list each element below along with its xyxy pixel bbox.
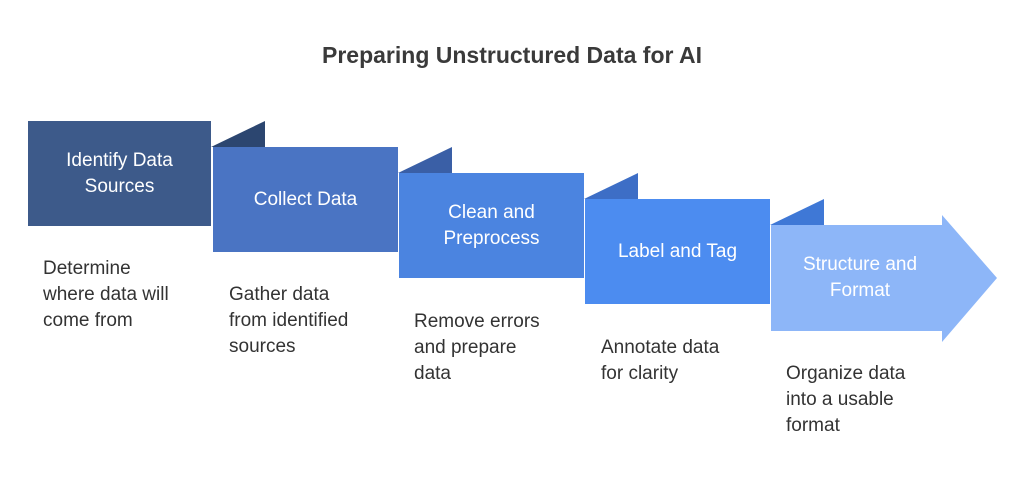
step-4-fold: [770, 199, 824, 225]
step-5-label: Structure and Format: [802, 254, 918, 301]
step-1-fold: [211, 121, 265, 147]
step-2-block: [213, 147, 398, 252]
step-5-arrow: [771, 215, 997, 342]
step-3-description: Remove errors and prepare data: [414, 311, 540, 384]
step-2-label: Collect Data: [253, 188, 358, 210]
step-3-block: [399, 173, 584, 278]
step-3-fold: [584, 173, 638, 199]
step-3-label: Clean and Preprocess: [443, 201, 540, 249]
step-4-description: Annotate data for clarity: [601, 337, 720, 384]
step-4-label: Label and Tag: [617, 240, 738, 262]
step-1-description: Determine where data will come from: [43, 258, 169, 331]
step-5-description: Organize data into a usable format: [786, 363, 906, 436]
step-1-block: [28, 121, 211, 226]
step-1-label: Identify Data Sources: [66, 149, 173, 197]
step-2-fold: [398, 147, 452, 173]
step-4-block: [585, 199, 770, 304]
diagram-title: Preparing Unstructured Data for AI: [322, 42, 702, 68]
step-2-description: Gather data from identified sources: [229, 284, 349, 357]
